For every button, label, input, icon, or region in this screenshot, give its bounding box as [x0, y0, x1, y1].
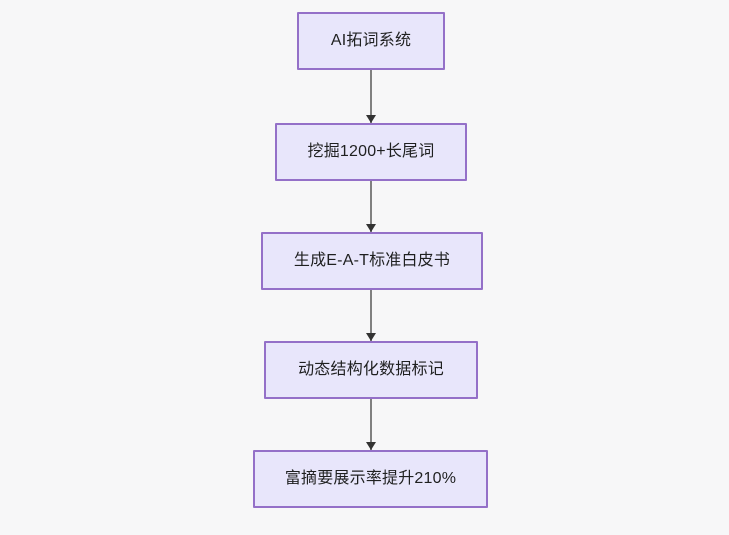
flowchart-node-label: 动态结构化数据标记 — [298, 361, 444, 379]
flowchart-node-ai-keyword-system[interactable]: AI拓词系统 — [297, 12, 445, 70]
arrowhead-icon — [366, 442, 376, 450]
edge-line — [370, 70, 372, 123]
flowchart-node-label: 富摘要展示率提升210% — [284, 470, 457, 488]
flowchart-node-label: 生成E-A-T标准白皮书 — [293, 252, 451, 270]
flowchart-node-dynamic-structured-data-markup[interactable]: 动态结构化数据标记 — [264, 341, 478, 399]
flowchart-node-mine-longtail-keywords[interactable]: 挖掘1200+长尾词 — [275, 123, 467, 181]
arrowhead-icon — [366, 333, 376, 341]
edge-line — [370, 290, 372, 341]
arrowhead-icon — [366, 115, 376, 123]
flowchart-node-rich-snippet-rate-increase[interactable]: 富摘要展示率提升210% — [253, 450, 488, 508]
flowchart-node-label: AI拓词系统 — [330, 32, 412, 50]
edge-line — [370, 399, 372, 450]
edge-line — [370, 181, 372, 232]
arrowhead-icon — [366, 224, 376, 232]
flowchart-node-generate-eat-whitepaper[interactable]: 生成E-A-T标准白皮书 — [261, 232, 483, 290]
flowchart-node-label: 挖掘1200+长尾词 — [307, 143, 435, 161]
